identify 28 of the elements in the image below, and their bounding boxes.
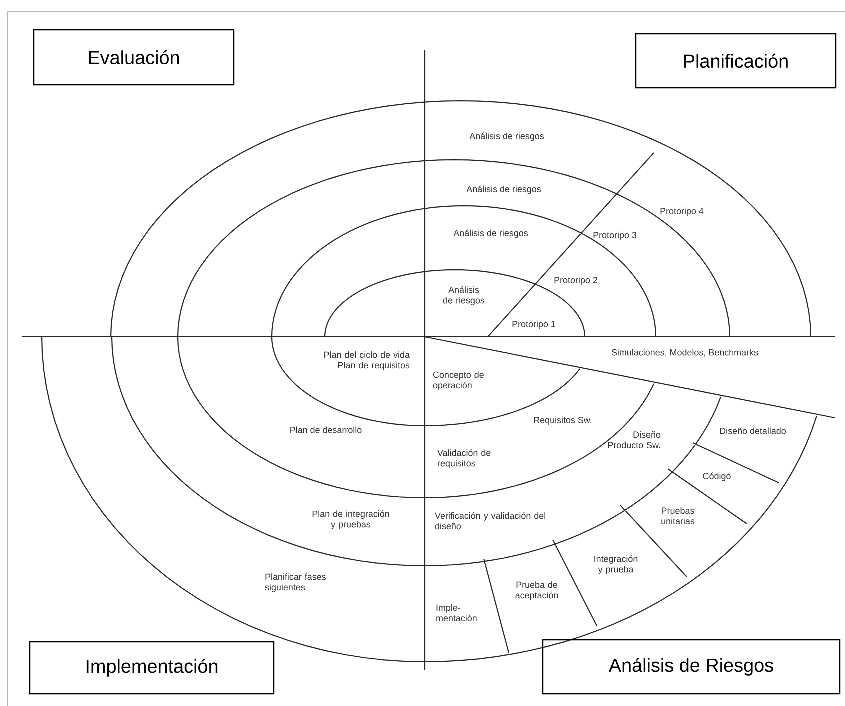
region-label: Análisis de riesgos [466,186,542,194]
region-label: Plan del ciclo de vida Plan de requisitos [324,352,410,370]
region-label: Diseño Producto Sw. [608,431,661,449]
region-label: Integración y prueba [594,556,638,574]
quadrant-label-box: Análisis de Riesgos [542,639,841,695]
region-label: Análisis de riesgos [443,286,485,306]
region-label: Protoripo 2 [554,276,598,286]
region-label: Análisis de riesgos [454,230,528,238]
quadrant-label-box: Implementación [29,641,275,695]
region-label: Código [703,472,731,482]
region-label: Planificar fases siguientes [265,574,326,592]
region-label: Análisis de riesgos [470,132,544,142]
region-label: Prueba de aceptación [516,582,558,600]
region-label: Protoripo 4 [660,208,704,216]
region-label: Verificación y validación del diseño [435,512,546,530]
region-label: Plan de desarrollo [290,426,362,434]
quadrant-label-box: Evaluación [33,29,235,86]
region-label: Concepto de operación [433,372,484,390]
region-label: Validación de requisitos [438,450,491,468]
region-label: Pruebas unitarias [662,507,695,525]
quadrant-label-box: Planificación [635,33,837,89]
region-label: Simulaciones, Modelos, Benchmarks [612,349,758,357]
region-label: Diseño detallado [720,428,786,434]
region-label: Plan de integración y pruebas [312,510,390,530]
region-label: Imple- mentación [436,604,477,622]
region-label: Protoripo 1 [512,320,556,330]
region-label: Requisitos Sw. [534,416,592,426]
region-label: Protoripo 3 [594,232,637,240]
